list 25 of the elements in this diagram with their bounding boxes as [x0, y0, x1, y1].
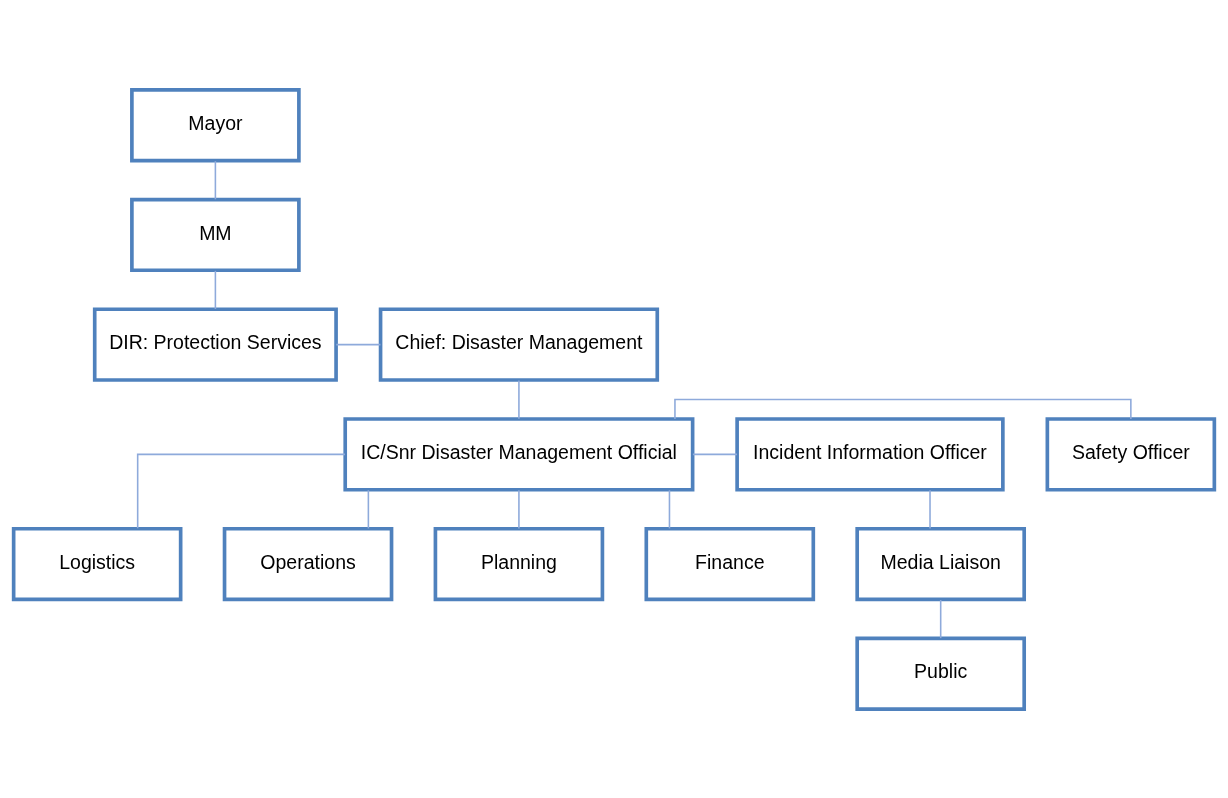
node-box: DIR: Protection Services [92, 306, 338, 382]
connector [939, 598, 942, 639]
node-box: Mayor [130, 87, 301, 162]
node-box: Public [855, 636, 1026, 711]
node-box: Planning [433, 526, 605, 601]
node-box: IC/Snr Disaster Management Official [343, 416, 695, 492]
node-box: Logistics [11, 526, 183, 601]
node-box: Chief: Disaster Management [378, 306, 660, 382]
connector [214, 269, 217, 310]
connector [518, 379, 520, 419]
node-box: MM [130, 197, 301, 272]
connector [214, 159, 217, 200]
node-box: Media Liaison [855, 526, 1026, 601]
connector [335, 343, 382, 345]
connector [136, 453, 346, 529]
connector [929, 489, 931, 529]
connector [367, 489, 370, 529]
node-box: Safety Officer [1045, 416, 1217, 492]
connector [674, 398, 1132, 420]
node-box: Operations [222, 526, 394, 601]
node-box: Finance [644, 526, 816, 601]
connector [518, 489, 520, 529]
connector [668, 489, 671, 529]
node-box: Incident Information Officer [735, 416, 1005, 492]
connector [692, 453, 738, 455]
